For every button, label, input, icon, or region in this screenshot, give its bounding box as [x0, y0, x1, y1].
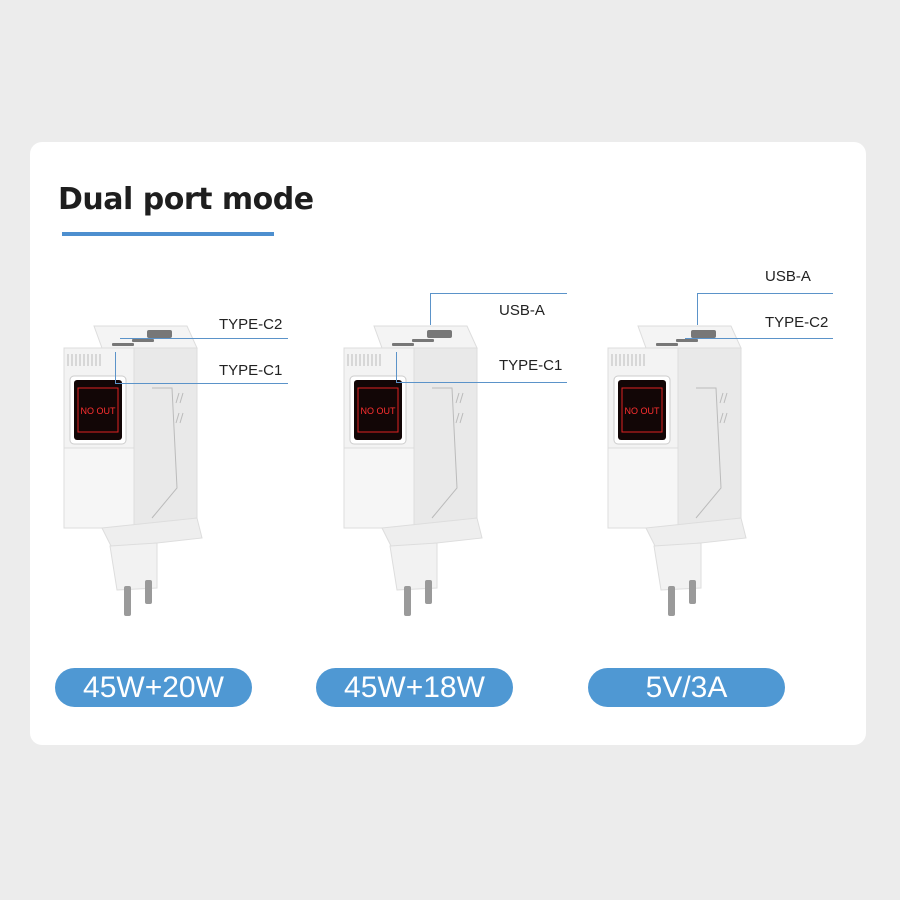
callout-line: [120, 338, 288, 339]
callout-line: [685, 338, 833, 339]
callout-line: [430, 293, 431, 325]
display-text: NO OUT: [81, 406, 117, 416]
charger-image-2: NO OUT: [342, 318, 492, 638]
callout-line: [697, 293, 833, 294]
power-badge: 5V/3A: [588, 668, 785, 707]
callout-line: [396, 382, 567, 383]
title-underline: [62, 232, 274, 236]
port-label: USB-A: [765, 268, 811, 285]
display-text: NO OUT: [625, 406, 661, 416]
power-badge: 45W+18W: [316, 668, 513, 707]
port-label: TYPE-C1: [499, 357, 563, 374]
callout-line: [115, 383, 288, 384]
charger-image-1: NO OUT: [62, 318, 212, 638]
power-badge: 45W+20W: [55, 668, 252, 707]
port-label: TYPE-C2: [765, 314, 829, 331]
callout-line: [697, 293, 698, 325]
callout-line: [430, 293, 567, 294]
display-text: NO OUT: [361, 406, 397, 416]
port-label: USB-A: [499, 302, 545, 319]
page-title: Dual port mode: [58, 182, 314, 217]
callout-line: [115, 352, 116, 383]
callout-line: [396, 352, 397, 383]
port-label: TYPE-C2: [219, 316, 283, 333]
charger-image-3: NO OUT: [606, 318, 756, 638]
port-label: TYPE-C1: [219, 362, 283, 379]
